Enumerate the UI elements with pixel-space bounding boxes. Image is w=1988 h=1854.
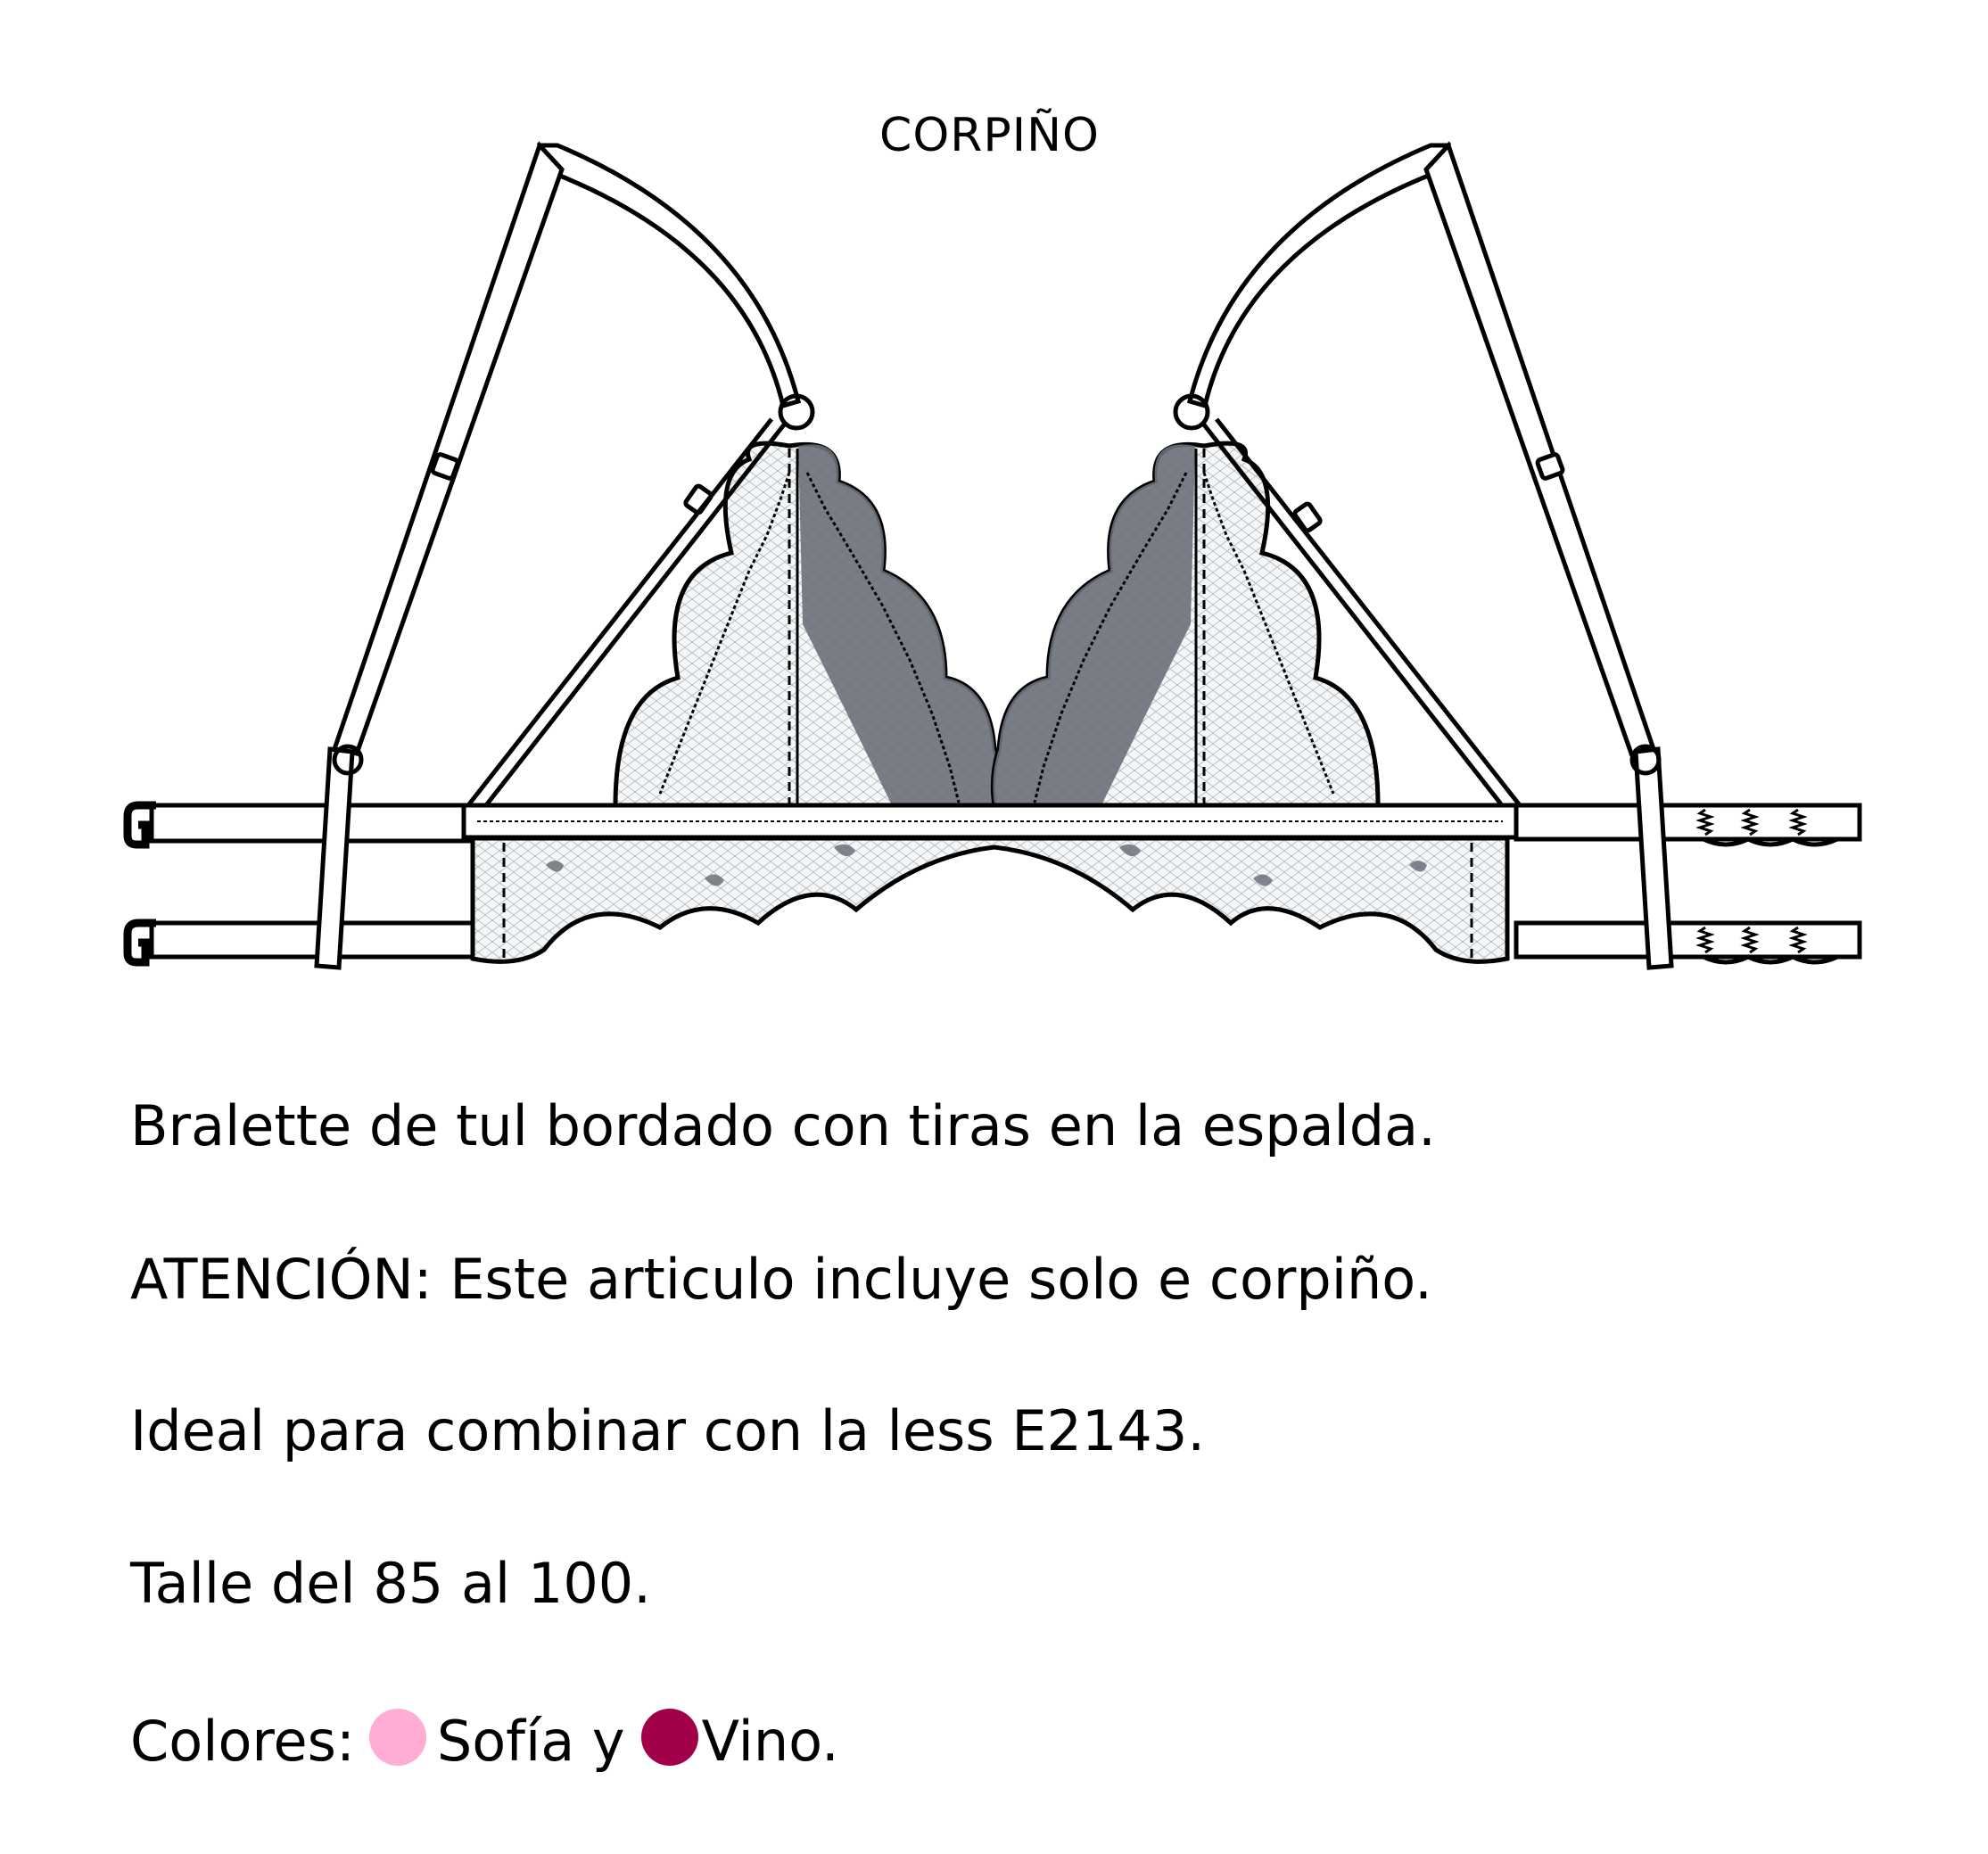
- description-line-4: Talle del 85 al 100.: [130, 1551, 651, 1616]
- left-cup: [613, 441, 1003, 808]
- front-underband: [461, 803, 1519, 840]
- color-name-vino: Vino.: [701, 1709, 839, 1774]
- title-text: CORPIÑO: [879, 109, 1100, 162]
- lower-lace-band: [470, 836, 1510, 964]
- colors-label: Colores:: [130, 1709, 355, 1774]
- left-back-band-lower: [123, 919, 475, 967]
- right-strap: [1173, 141, 1674, 970]
- right-cup: [990, 441, 1381, 808]
- page-title: CORPIÑO: [0, 109, 1988, 162]
- left-back-band-upper: [123, 801, 475, 849]
- description-line-2: ATENCIÓN: Este articulo incluye solo e c…: [130, 1247, 1432, 1312]
- right-back-band-lower: [1514, 920, 1862, 965]
- bralette-illustration: [123, 141, 1862, 970]
- description-line-3: Ideal para combinar con la less E2143.: [130, 1398, 1206, 1463]
- description-line-1: Bralette de tul bordado con tiras en la …: [130, 1093, 1436, 1158]
- color-swatch-sofia: [368, 1709, 426, 1766]
- right-back-band-upper: [1514, 803, 1862, 847]
- color-name-sofia: Sofía y: [436, 1709, 625, 1774]
- left-strap: [314, 141, 815, 970]
- color-swatch-vino: [640, 1709, 698, 1766]
